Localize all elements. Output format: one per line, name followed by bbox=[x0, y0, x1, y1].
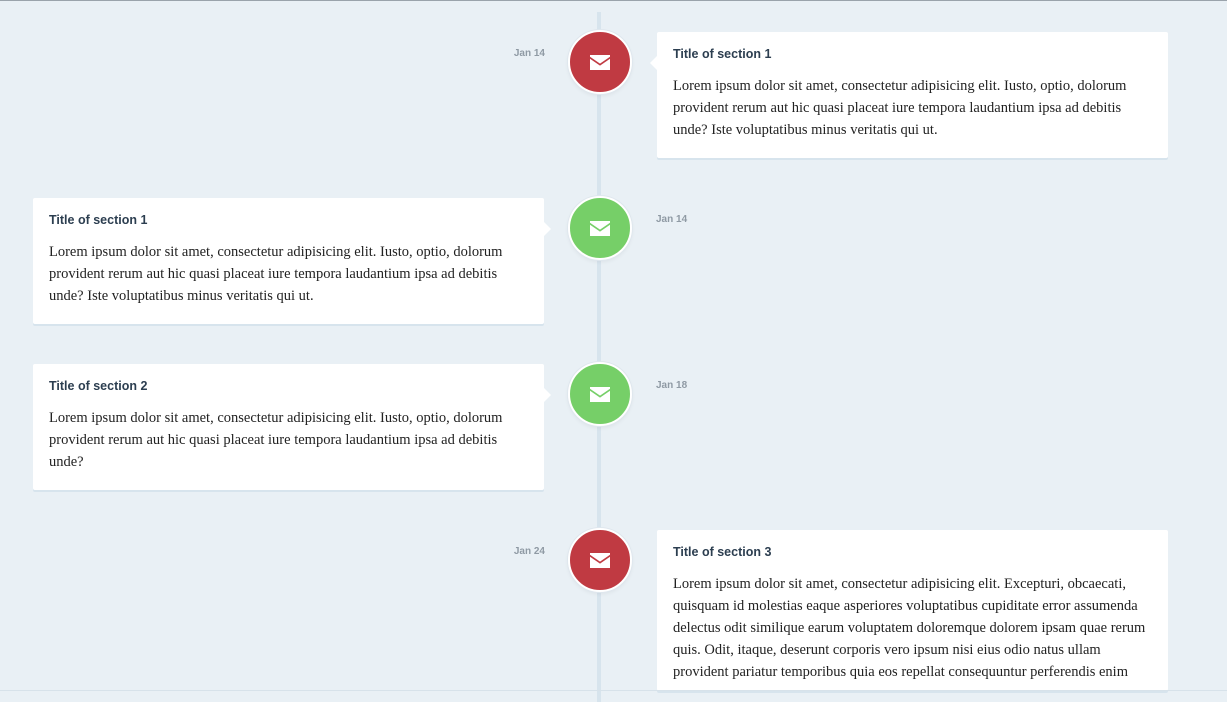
timeline-card: Title of section 2 Lorem ipsum dolor sit… bbox=[33, 364, 551, 490]
timeline-marker bbox=[568, 196, 632, 260]
timeline-card: Title of section 1 Lorem ipsum dolor sit… bbox=[33, 198, 551, 324]
card-title: Title of section 3 bbox=[673, 545, 772, 559]
timeline-card: Title of section 3 Lorem ipsum dolor sit… bbox=[657, 530, 1168, 691]
card-title: Title of section 1 bbox=[673, 47, 772, 61]
timeline-marker bbox=[568, 30, 632, 94]
timeline-card: Title of section 1 Lorem ipsum dolor sit… bbox=[650, 32, 1168, 158]
envelope-icon bbox=[590, 552, 610, 568]
top-border bbox=[0, 0, 1227, 1]
timeline-marker bbox=[568, 528, 632, 592]
timeline-date: Jan 14 bbox=[656, 214, 688, 225]
card-title: Title of section 2 bbox=[49, 379, 148, 393]
timeline-marker bbox=[568, 362, 632, 426]
timeline-date: Jan 18 bbox=[656, 380, 688, 391]
envelope-icon bbox=[590, 220, 610, 236]
bottom-border bbox=[0, 690, 1227, 691]
card-text: Lorem ipsum dolor sit amet, consectetur … bbox=[673, 576, 1146, 680]
card-title: Title of section 1 bbox=[49, 213, 148, 227]
timeline-date: Jan 24 bbox=[513, 546, 545, 557]
card-text: Lorem ipsum dolor sit amet, consectetur … bbox=[49, 244, 503, 304]
envelope-icon bbox=[590, 54, 610, 70]
timeline-date: Jan 14 bbox=[513, 48, 545, 59]
card-text: Lorem ipsum dolor sit amet, consectetur … bbox=[673, 78, 1127, 138]
timeline-line bbox=[597, 12, 601, 702]
card-text: Lorem ipsum dolor sit amet, consectetur … bbox=[49, 410, 503, 470]
envelope-icon bbox=[590, 386, 610, 402]
